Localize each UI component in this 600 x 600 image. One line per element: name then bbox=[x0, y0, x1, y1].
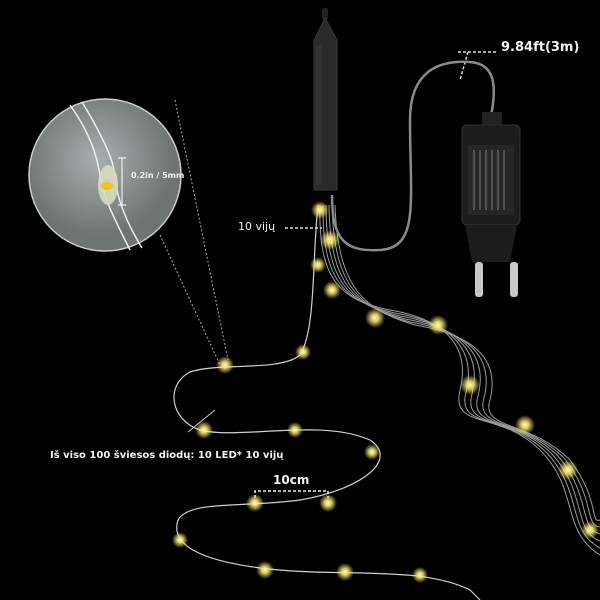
strands-label: 10 vijų bbox=[238, 220, 276, 233]
ground-stake bbox=[313, 8, 338, 191]
led-size-label: 0.2in / 5mm bbox=[131, 171, 185, 180]
callout-line bbox=[187, 409, 216, 433]
power-adapter bbox=[461, 112, 521, 297]
magnifier-lines bbox=[159, 99, 229, 366]
cable-length-label: 9.84ft(3m) bbox=[501, 40, 580, 55]
magnified-led-inset bbox=[28, 98, 182, 252]
power-cable bbox=[330, 60, 496, 252]
total-leds-label: Iš viso 100 šviesos diodų: 10 LED* 10 vi… bbox=[50, 450, 284, 461]
cable-callout-line bbox=[458, 51, 498, 81]
wire-bundle bbox=[319, 204, 600, 556]
single-strand-wire bbox=[173, 204, 481, 600]
spacing-label: 10cm bbox=[273, 473, 310, 487]
led-lights bbox=[172, 201, 599, 583]
